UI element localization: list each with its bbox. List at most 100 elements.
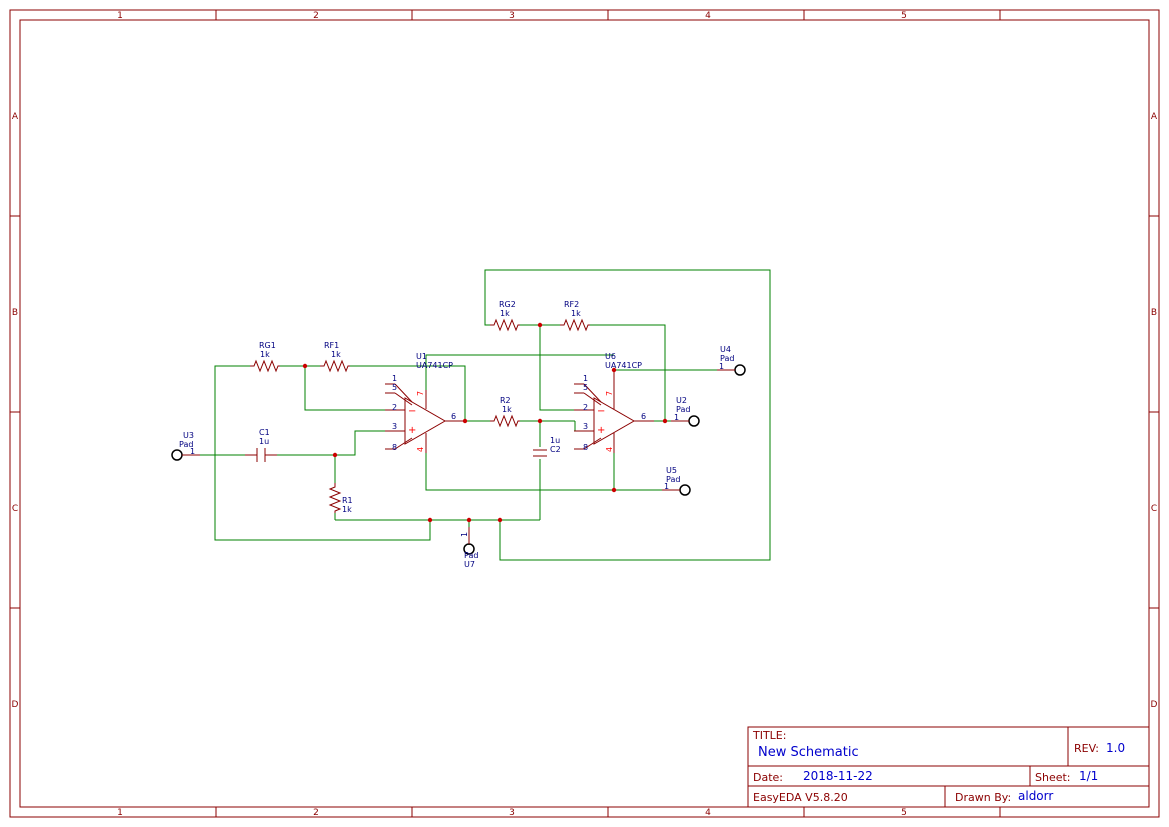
RG1-value: 1k — [260, 350, 270, 359]
RG1-ref: RG1 — [259, 341, 276, 350]
R2-ref: R2 — [500, 396, 511, 405]
sheet-label: Sheet: — [1035, 771, 1071, 784]
U1-pin7: 7 — [416, 391, 425, 396]
U5-ref: U5 — [666, 466, 677, 475]
C2-ref: C2 — [550, 445, 561, 454]
opamp-U1: 1 5 2 3 8 6 7 4 − + U1 UA741CP — [385, 352, 465, 453]
C1-ref: C1 — [259, 428, 270, 437]
zone-labels: 1 2 3 4 5 1 2 3 4 5 A B C D A B C D — [12, 11, 1158, 818]
U7-ref: U7 — [464, 560, 475, 569]
pad-U7: 1 Pad U7 — [460, 527, 478, 569]
R1-ref: R1 — [342, 496, 353, 505]
title-label: TITLE: — [752, 729, 786, 742]
R2-value: 1k — [502, 405, 512, 414]
U1-pin4: 4 — [416, 447, 425, 452]
title-value: New Schematic — [758, 745, 859, 760]
U1-part: UA741CP — [416, 361, 453, 370]
col-label-bottom-2: 2 — [313, 808, 319, 818]
rev-label: REV: — [1074, 742, 1099, 755]
sheet-value: 1/1 — [1079, 769, 1098, 783]
U1-pin2: 2 — [392, 403, 397, 412]
U1-plus: + — [408, 425, 416, 436]
U3-pin: 1 — [190, 447, 195, 456]
U6-part: UA741CP — [605, 361, 642, 370]
U2-ref: U2 — [676, 396, 687, 405]
U4-value: Pad — [720, 354, 734, 363]
date-value: 2018-11-22 — [803, 769, 873, 783]
resistor-RG1: RG1 1k — [250, 341, 280, 373]
junctions — [302, 322, 668, 523]
U6-pin6: 6 — [641, 412, 646, 421]
U3-value: Pad — [179, 440, 193, 449]
row-label-right-B: B — [1151, 308, 1157, 318]
col-label-top-5: 5 — [901, 11, 907, 21]
U6-pin3: 3 — [583, 422, 588, 431]
pad-U3: U3 Pad 1 — [171, 431, 200, 461]
U1-pin5: 5 — [392, 383, 397, 392]
U7-value: Pad — [464, 551, 478, 560]
U6-pin8: 8 — [583, 443, 588, 452]
col-label-bottom-4: 4 — [705, 808, 711, 818]
resistor-RF2: RF2 1k — [560, 300, 590, 332]
U4-pin: 1 — [719, 362, 724, 371]
drawn-by-label: Drawn By: — [955, 791, 1011, 804]
resistor-RF1: RF1 1k — [320, 341, 350, 373]
row-label-right-C: C — [1151, 504, 1157, 514]
pad-U4: U4 Pad 1 — [717, 345, 746, 376]
tool-version: EasyEDA V5.8.20 — [753, 791, 848, 804]
RF1-ref: RF1 — [324, 341, 339, 350]
rev-value: 1.0 — [1106, 741, 1125, 755]
U5-pin: 1 — [664, 482, 669, 491]
resistor-RG2: RG2 1k — [490, 300, 520, 332]
RF1-value: 1k — [331, 350, 341, 359]
U2-pin: 1 — [674, 413, 679, 422]
wires — [185, 269, 771, 561]
U1-ref: U1 — [416, 352, 427, 361]
U1-pin6: 6 — [451, 412, 456, 421]
row-label-left-B: B — [12, 308, 18, 318]
U3-ref: U3 — [183, 431, 194, 440]
U1-minus: − — [408, 406, 416, 417]
date-label: Date: — [753, 771, 783, 784]
RG2-ref: RG2 — [499, 300, 516, 309]
row-label-left-A: A — [12, 112, 19, 122]
row-label-right-A: A — [1151, 112, 1158, 122]
U4-ref: U4 — [720, 345, 731, 354]
row-label-right-D: D — [1151, 700, 1158, 710]
U2-value: Pad — [676, 405, 690, 414]
col-label-bottom-1: 1 — [117, 808, 123, 818]
resistor-R1: R1 1k — [328, 483, 353, 514]
RG2-value: 1k — [500, 309, 510, 318]
col-label-bottom-3: 3 — [509, 808, 515, 818]
U1-pin8: 8 — [392, 443, 397, 452]
U5-value: Pad — [666, 475, 680, 484]
resistor-R2: R2 1k — [490, 396, 520, 428]
title-block: TITLE: New Schematic REV: 1.0 Date: 2018… — [747, 726, 1150, 808]
C2-value: 1u — [550, 436, 560, 445]
row-label-left-D: D — [12, 700, 19, 710]
opamp-U6: 1 5 2 3 8 6 7 4 − + U6 UA741CP — [574, 352, 654, 453]
U6-pin5: 5 — [583, 383, 588, 392]
pad-U5: U5 Pad 1 — [662, 466, 691, 496]
col-label-top-3: 3 — [509, 11, 515, 21]
U6-pin2: 2 — [583, 403, 588, 412]
drawn-by-value: aldorr — [1018, 789, 1053, 803]
U6-pin1: 1 — [583, 374, 588, 383]
capacitor-C1: C1 1u — [245, 428, 277, 462]
col-label-top-1: 1 — [117, 11, 123, 21]
U1-pin3: 3 — [392, 422, 397, 431]
col-label-top-2: 2 — [313, 11, 319, 21]
R1-value: 1k — [342, 505, 352, 514]
U7-pin: 1 — [460, 532, 469, 537]
U6-minus: − — [597, 406, 605, 417]
col-label-bottom-5: 5 — [901, 808, 907, 818]
U6-pin7: 7 — [605, 391, 614, 396]
C1-value: 1u — [259, 437, 269, 446]
capacitor-C2: 1u C2 — [533, 436, 561, 457]
RF2-ref: RF2 — [564, 300, 579, 309]
U1-pin1: 1 — [392, 374, 397, 383]
col-label-top-4: 4 — [705, 11, 711, 21]
U6-plus: + — [597, 425, 605, 436]
row-label-left-C: C — [12, 504, 18, 514]
